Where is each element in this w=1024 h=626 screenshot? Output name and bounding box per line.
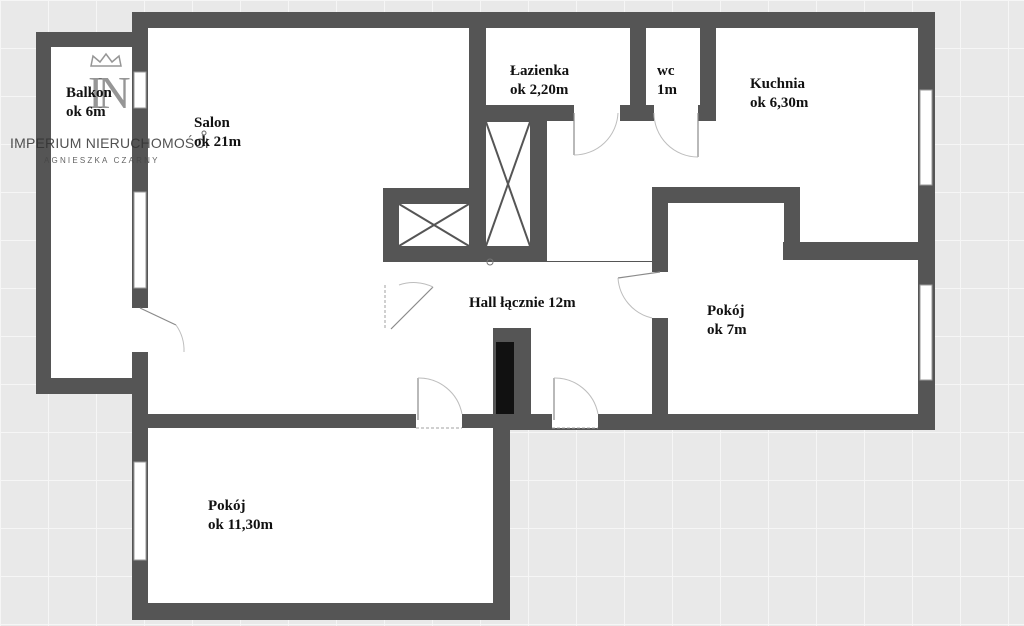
chimney-core xyxy=(496,342,514,414)
room-area: ok 6,30m xyxy=(750,95,809,111)
window-balcony-top xyxy=(133,71,147,109)
room-name: Łazienka xyxy=(510,63,570,79)
room-label-room-large: Pokój ok 11,30m xyxy=(208,497,273,535)
room-small-floor-right xyxy=(668,260,918,414)
room-area: 1m xyxy=(657,82,677,98)
room-label-kitchen: Kuchnia ok 6,30m xyxy=(750,75,808,113)
room-name: Salon xyxy=(194,115,230,131)
window-room-small xyxy=(919,284,933,381)
logo-company-name: IMPERIUM NIERUCHOMOŚCI xyxy=(10,135,209,151)
window-room-large xyxy=(133,461,147,561)
window-salon xyxy=(133,191,147,289)
room-area: ok 6m xyxy=(66,104,106,120)
crown-icon xyxy=(90,52,122,67)
room-name: Hall łącznie 12m xyxy=(469,295,576,311)
room-area: ok 11,30m xyxy=(208,517,274,533)
room-label-salon: Salon ok 21m xyxy=(194,114,241,152)
room-name: Kuchnia xyxy=(750,76,806,92)
room-large-floor xyxy=(148,428,493,603)
wall-kitchen-room xyxy=(652,187,800,203)
kitchen-left-floor xyxy=(547,121,652,261)
room-name: Pokój xyxy=(707,303,745,319)
room-name: wc xyxy=(657,63,675,79)
room-label-hall: Hall łącznie 12m xyxy=(469,294,576,313)
company-logo: IN IMPERIUM NIERUCHOMOŚCI AGNIESZKA CZAR… xyxy=(10,48,210,173)
room-name: Balkon xyxy=(66,85,112,101)
room-area: ok 7m xyxy=(707,322,747,338)
room-label-balcony: Balkon ok 6m xyxy=(66,84,112,122)
room-name: Pokój xyxy=(208,498,246,514)
logo-monogram: IN xyxy=(88,67,130,118)
logo-agent-name: AGNIESZKA CZARNY xyxy=(44,156,160,165)
wall-kitchen-room-3 xyxy=(784,244,918,260)
room-label-room-small: Pokój ok 7m xyxy=(707,302,747,340)
wc-floor xyxy=(646,28,700,105)
window-kitchen xyxy=(919,89,933,186)
wall-kitchen-room-2 xyxy=(784,187,800,260)
room-label-wc: wc 1m xyxy=(657,62,677,100)
balcony-floor xyxy=(51,47,132,378)
room-area: ok 2,20m xyxy=(510,82,569,98)
room-area: ok 21m xyxy=(194,134,242,150)
bathroom-floor xyxy=(486,28,630,105)
room-label-bathroom: Łazienka ok 2,20m xyxy=(510,62,569,100)
